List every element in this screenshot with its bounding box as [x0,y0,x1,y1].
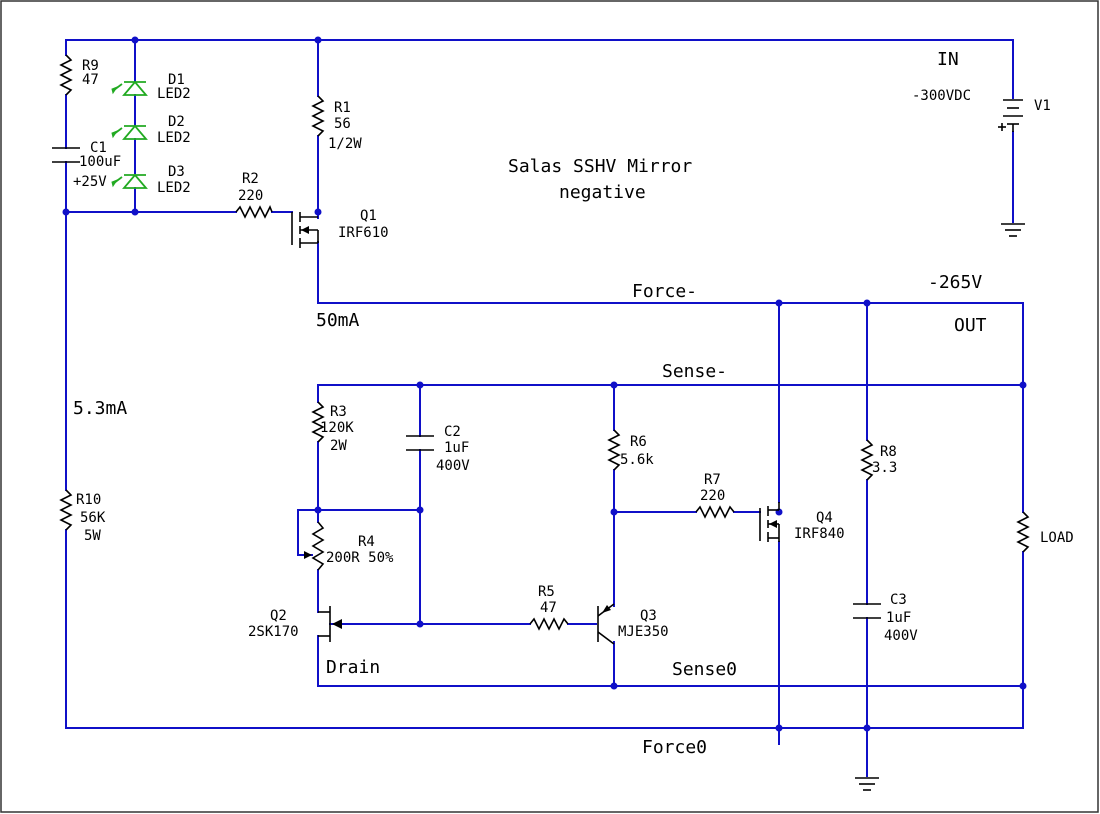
resistor-r7 [695,505,735,519]
capacitor-c1 [52,147,80,163]
mosfet-q1 [291,212,319,248]
net-label-out: OUT [954,315,987,336]
label-r4-ref: R4 [358,534,375,550]
current-label-r10: 5.3mA [73,398,127,419]
net-label-sense-neg: Sense- [662,361,727,382]
label-r8-ref: R8 [880,444,897,460]
resistor-r9 [59,54,73,96]
label-d1-value: LED2 [157,86,191,102]
label-q3-ref: Q3 [640,608,657,624]
label-r9-value: 47 [82,72,99,88]
mosfet-q4 [759,502,780,542]
label-d3-value: LED2 [157,180,191,196]
resistor-r10 [59,489,73,531]
label-q3-value: MJE350 [618,624,669,640]
label-c3-ref: C3 [890,592,907,608]
label-q2-ref: Q2 [270,608,287,624]
label-q1-value: IRF610 [338,225,389,241]
label-r4-value: 200R 50% [326,550,394,566]
label-r1-ref: R1 [334,100,351,116]
label-v1-ref: V1 [1034,98,1051,114]
net-label-in: IN [937,49,959,70]
capacitor-c3 [853,603,881,619]
net-label-drain: Drain [326,657,380,678]
resistor-r5 [529,617,569,631]
resistor-r3 [311,401,325,443]
label-d2-ref: D2 [168,114,185,130]
net-label-out-voltage: -265V [928,272,982,293]
label-c1-rating: +25V [73,174,107,190]
bjt-q3 [597,603,615,645]
led-d2 [111,124,148,140]
label-r10-ref: R10 [76,492,101,508]
title-block: Salas SSHV Mirror negative [508,156,692,203]
label-r1-rating: 1/2W [328,136,362,152]
label-r8-value: 3.3 [872,460,897,476]
led-d1 [111,80,148,96]
title-line-2: negative [559,182,646,203]
label-c2-ref: C2 [444,424,461,440]
label-r5-ref: R5 [538,584,555,600]
label-q1-ref: Q1 [360,208,377,224]
resistor-r1 [311,95,325,137]
net-label-supply-voltage: -300VDC [912,88,971,104]
label-r1-value: 56 [334,116,351,132]
label-r2-ref: R2 [242,171,259,187]
label-r10-rating: 5W [84,528,101,544]
capacitor-c2 [406,435,434,451]
label-r7-value: 220 [700,488,725,504]
label-c3-rating: 400V [884,628,918,644]
current-label-q1: 50mA [316,310,360,331]
label-q2-value: 2SK170 [248,624,299,640]
net-label-sense0: Sense0 [672,659,737,680]
ground-v1 [1001,223,1025,237]
label-q4-ref: Q4 [816,510,833,526]
label-q4-value: IRF840 [794,526,845,542]
label-r3-rating: 2W [330,438,347,454]
net-label-force0: Force0 [642,737,707,758]
label-r9-ref: R9 [82,58,99,74]
label-r3-value: 120K [320,420,354,436]
label-r5-value: 47 [540,600,557,616]
jfet-q2 [318,606,342,642]
label-c3-value: 1uF [886,610,911,626]
label-c1-value: 100uF [79,154,121,170]
label-c2-value: 1uF [444,440,469,456]
resistor-r2 [235,205,273,219]
component-labels: V1 R9 47 C1 100uF +25V D1 LED2 D2 LED2 D… [73,58,1074,644]
junction-dots [62,36,1027,732]
label-r6-value: 5.6k [620,452,654,468]
ground-force0 [855,777,879,791]
label-d2-value: LED2 [157,130,191,146]
resistor-load [1016,511,1030,553]
net-labels: IN -300VDC Force- -265V OUT Sense- Sense… [73,49,987,758]
label-r6-ref: R6 [630,434,647,450]
label-r3-ref: R3 [330,404,347,420]
resistor-r8 [860,439,874,481]
potentiometer-r4 [304,521,325,571]
net-label-force-neg: Force- [632,281,697,302]
label-c1-ref: C1 [90,140,107,156]
battery-v1 [998,99,1023,132]
label-r2-value: 220 [238,188,263,204]
title-line-1: Salas SSHV Mirror [508,156,692,177]
label-r10-value: 56K [80,510,106,526]
label-d1-ref: D1 [168,72,185,88]
led-d3 [111,173,148,189]
resistor-r6 [607,429,621,471]
label-load-ref: LOAD [1040,530,1074,546]
label-c2-rating: 400V [436,458,470,474]
label-r7-ref: R7 [704,472,721,488]
label-d3-ref: D3 [168,164,185,180]
